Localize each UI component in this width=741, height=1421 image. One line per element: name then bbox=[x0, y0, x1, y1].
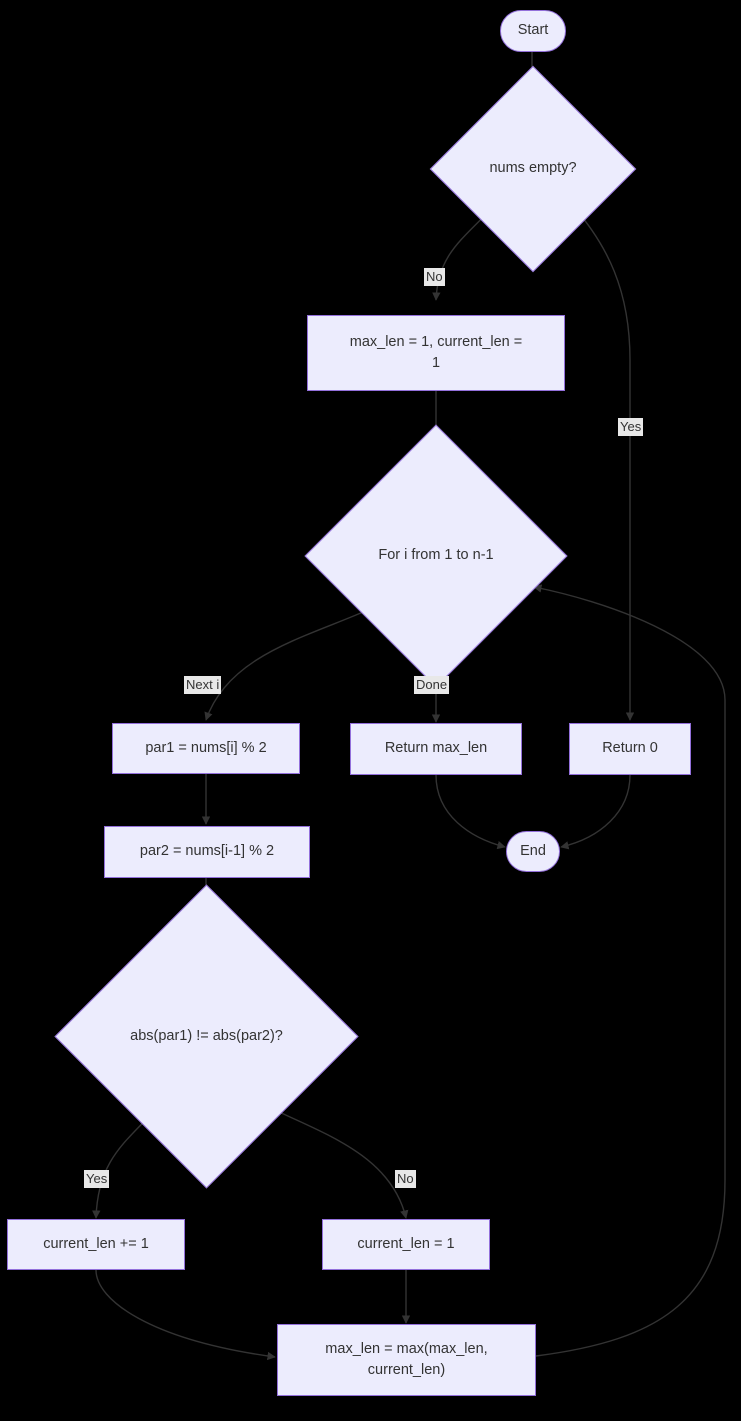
edge-returnzero-to-end bbox=[560, 774, 631, 850]
edge-label-no-parity: No bbox=[395, 1170, 416, 1189]
node-update-max[interactable]: max_len = max(max_len, current_len) bbox=[277, 1324, 536, 1396]
node-inc-len[interactable]: current_len += 1 bbox=[7, 1219, 185, 1270]
node-end[interactable]: End bbox=[506, 831, 560, 872]
node-loop-label: For i from 1 to n-1 bbox=[378, 547, 494, 564]
node-return-zero-label: Return 0 bbox=[602, 740, 658, 757]
edge-label-yes-parity: Yes bbox=[84, 1170, 110, 1189]
node-abs-check-label: abs(par1) != abs(par2)? bbox=[130, 1027, 283, 1044]
node-start[interactable]: Start bbox=[500, 10, 566, 52]
node-start-label: Start bbox=[517, 22, 549, 39]
node-nums-empty[interactable]: nums empty? bbox=[429, 65, 637, 273]
edge-label-yes-empty: Yes bbox=[618, 418, 644, 437]
node-end-label: End bbox=[520, 842, 546, 859]
edge-returnmax-to-end bbox=[435, 774, 506, 850]
node-loop[interactable]: For i from 1 to n-1 bbox=[304, 424, 568, 688]
edge-label-no-empty: No bbox=[424, 268, 445, 287]
node-return-zero[interactable]: Return 0 bbox=[569, 723, 691, 775]
edge-label-done: Done bbox=[414, 676, 450, 695]
node-par1-label: par1 = nums[i] % 2 bbox=[145, 739, 267, 756]
node-par2-label: par2 = nums[i-1] % 2 bbox=[139, 843, 275, 860]
node-init-label: max_len = 1, current_len = 1 bbox=[349, 333, 523, 371]
node-abs-check[interactable]: abs(par1) != abs(par2)? bbox=[54, 884, 359, 1189]
node-reset-len-label: current_len = 1 bbox=[357, 1235, 455, 1252]
node-return-max-label: Return max_len bbox=[384, 740, 488, 757]
edge-label-next-i: Next i bbox=[184, 676, 222, 695]
edge-updatemax-to-loop bbox=[533, 584, 726, 1357]
node-update-max-label: max_len = max(max_len, current_len) bbox=[325, 1340, 488, 1378]
edge-inclen-to-updatemax bbox=[95, 1269, 276, 1361]
node-reset-len[interactable]: current_len = 1 bbox=[322, 1219, 490, 1270]
node-inc-len-label: current_len += 1 bbox=[43, 1235, 149, 1252]
edge-numsempty-to-returnzero bbox=[572, 205, 635, 721]
node-par2[interactable]: par2 = nums[i-1] % 2 bbox=[104, 826, 310, 878]
node-par1[interactable]: par1 = nums[i] % 2 bbox=[112, 723, 300, 774]
node-init[interactable]: max_len = 1, current_len = 1 bbox=[307, 315, 565, 391]
node-return-max[interactable]: Return max_len bbox=[350, 723, 522, 775]
node-nums-empty-label: nums empty? bbox=[489, 160, 577, 177]
